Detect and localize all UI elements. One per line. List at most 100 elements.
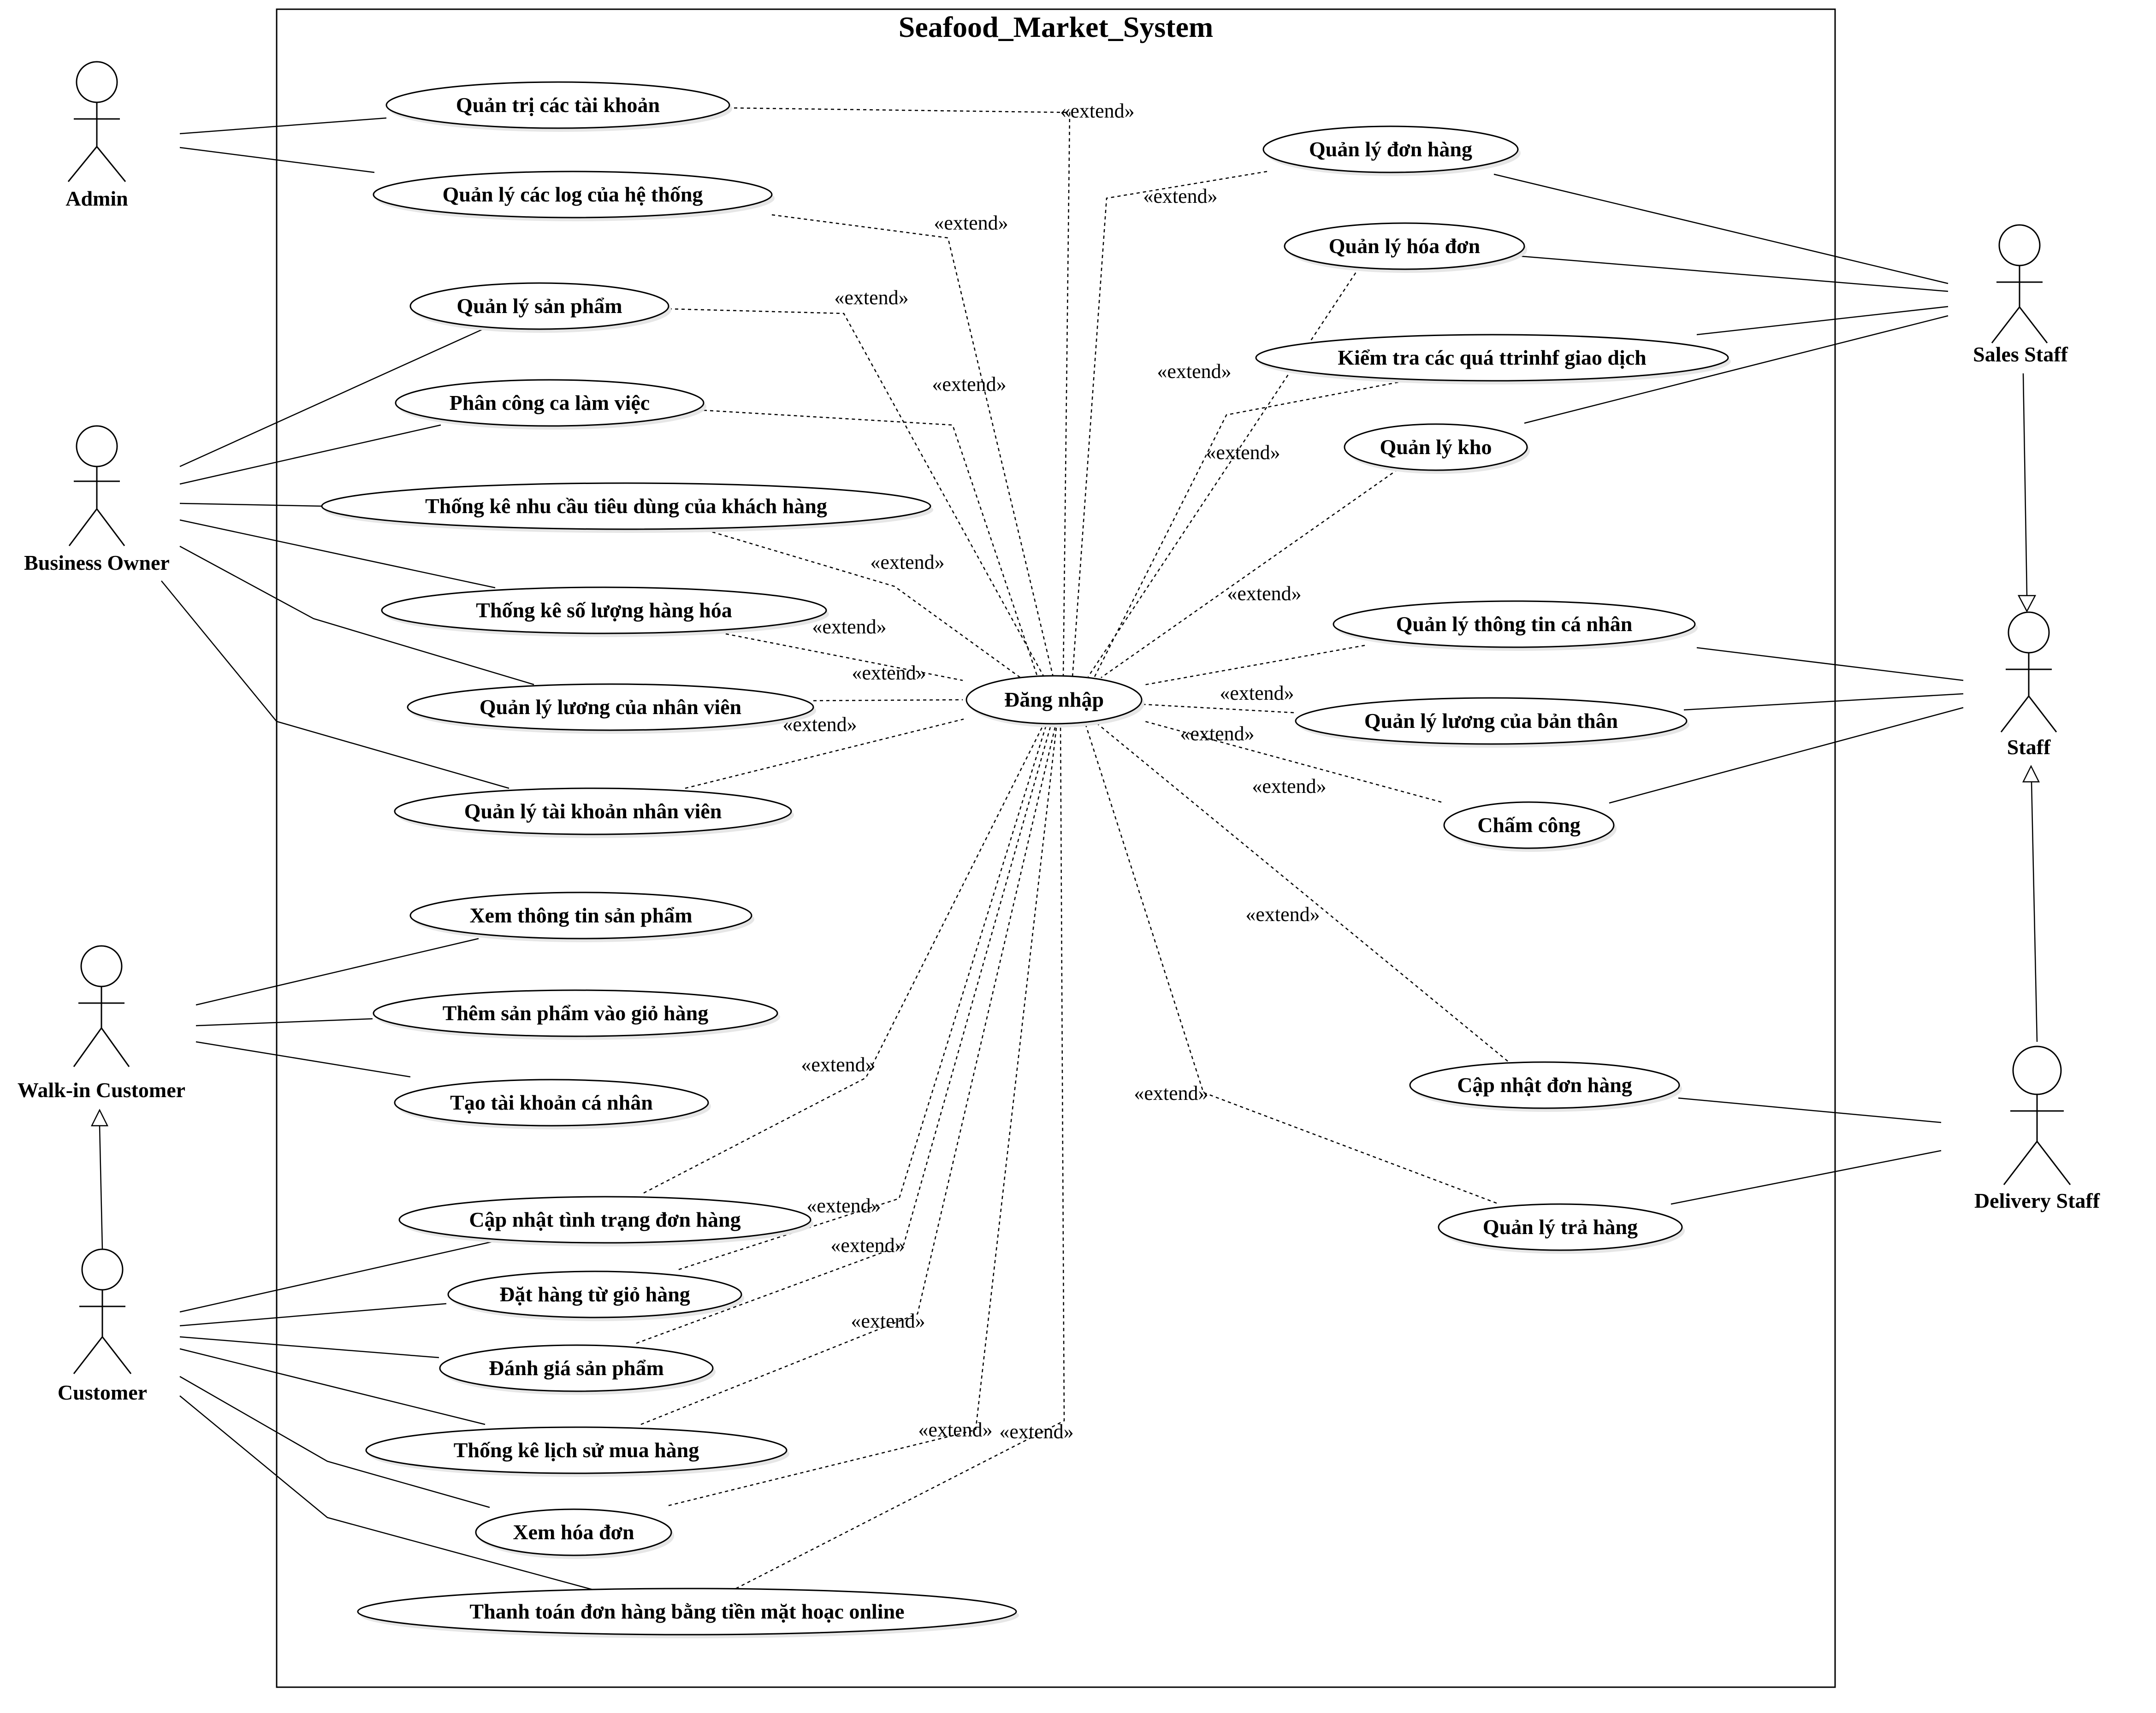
use-case-payment[interactable]: Thanh toán đơn hàng bằng tiền mặt hoạc o… xyxy=(357,1588,1019,1638)
use-case-label: Đặt hàng từ giỏ hàng xyxy=(499,1282,690,1306)
use-case-update-order-status[interactable]: Cập nhật tình trạng đơn hàng xyxy=(398,1196,813,1246)
extend-label: «extend» xyxy=(934,212,1008,234)
use-case-label: Kiểm tra các quá ttrinhf giao dịch xyxy=(1338,346,1647,369)
associations xyxy=(161,117,1964,1594)
use-case-admin-accounts[interactable]: Quản trị các tài khoản xyxy=(385,81,732,132)
extend-label: «extend» xyxy=(806,1194,881,1217)
actor-label: Admin xyxy=(65,187,128,210)
actor-label: Walk-in Customer xyxy=(18,1078,185,1102)
use-case-consumer-demand[interactable]: Thống kê nhu cầu tiêu dùng của khách hàn… xyxy=(321,482,933,533)
use-case-label: Quản lý hóa đơn xyxy=(1329,234,1480,258)
extend-label: «extend» xyxy=(1206,441,1280,464)
use-case-staff-accounts[interactable]: Quản lý tài khoản nhân viên xyxy=(394,787,794,838)
use-case-label: Quản lý sản phẩm xyxy=(456,294,622,318)
use-case-personal-info[interactable]: Quản lý thông tin cá nhân xyxy=(1333,600,1698,651)
generalization-arrowhead xyxy=(2017,595,2037,613)
use-case-label: Thống kê lịch sử mua hàng xyxy=(454,1438,699,1462)
use-case-label: Thống kê số lượng hàng hóa xyxy=(476,598,732,622)
use-case-returns[interactable]: Quản lý trả hàng xyxy=(1438,1203,1685,1254)
use-case-label: Chấm công xyxy=(1477,813,1581,837)
use-case-label: Đánh giá sản phẩm xyxy=(489,1356,664,1380)
use-case-update-order[interactable]: Cập nhật đơn hàng xyxy=(1409,1061,1682,1112)
use-case-transactions[interactable]: Kiểm tra các quá ttrinhf giao dịch xyxy=(1255,334,1731,384)
extend-label: «extend» xyxy=(782,713,857,736)
actor-business-owner[interactable]: Business Owner xyxy=(24,425,170,574)
use-case-view-invoice[interactable]: Xem hóa đơn xyxy=(475,1508,674,1559)
generalization-arrowhead xyxy=(90,1109,109,1127)
actor-label: Staff xyxy=(2007,735,2051,759)
extend-label: «extend» xyxy=(1060,100,1134,122)
actor-walkin-customer[interactable]: Walk-in Customer xyxy=(18,945,185,1102)
generalizations xyxy=(90,373,2040,1250)
extend-label: «extend» xyxy=(932,373,1006,396)
use-case-label: Phân công ca làm việc xyxy=(450,391,650,414)
use-case-label: Quản lý trả hàng xyxy=(1483,1215,1638,1239)
extend-label: «extend» xyxy=(812,615,886,638)
extend-label: «extend» xyxy=(1227,582,1301,605)
use-case-label: Thanh toán đơn hàng bằng tiền mặt hoạc o… xyxy=(469,1600,904,1623)
extend-relations xyxy=(636,107,1508,1589)
use-case-shifts[interactable]: Phân công ca làm việc xyxy=(395,379,706,430)
use-case-staff-salary[interactable]: Quản lý lương của nhân viên xyxy=(407,683,816,734)
use-case-label: Quản lý đơn hàng xyxy=(1309,137,1472,161)
use-case-create-account[interactable]: Tạo tài khoản cá nhân xyxy=(394,1079,711,1129)
use-case-label: Quản lý các log của hệ thống xyxy=(443,183,703,206)
use-case-timekeeping[interactable]: Chấm công xyxy=(1443,801,1617,852)
use-case-products[interactable]: Quản lý sản phẩm xyxy=(409,282,671,333)
extend-label: «extend» xyxy=(870,551,944,573)
use-case-label: Xem hóa đơn xyxy=(513,1520,634,1544)
use-case-login[interactable]: Đăng nhập xyxy=(965,675,1144,727)
use-case-label: Quản lý lương của nhân viên xyxy=(480,695,741,719)
use-case-label: Cập nhật đơn hàng xyxy=(1457,1073,1632,1097)
use-case-warehouse[interactable]: Quản lý kho xyxy=(1344,423,1530,474)
use-case-label: Quản trị các tài khoản xyxy=(456,93,660,117)
extend-label: «extend» xyxy=(1143,185,1217,207)
use-case-label: Quản lý lương của bản thân xyxy=(1364,709,1618,732)
use-case-label: Đăng nhập xyxy=(1004,688,1104,711)
extend-label: «extend» xyxy=(1157,360,1231,383)
extend-label: «extend» xyxy=(1245,903,1320,926)
use-case-system-logs[interactable]: Quản lý các log của hệ thống xyxy=(373,171,775,221)
use-case-label: Quản lý kho xyxy=(1380,435,1492,459)
extend-label: «extend» xyxy=(852,662,926,684)
actor-delivery-staff[interactable]: Delivery Staff xyxy=(1974,1046,2100,1212)
actor-customer[interactable]: Customer xyxy=(58,1248,147,1404)
extend-label: «extend» xyxy=(918,1418,992,1441)
actor-staff[interactable]: Staff xyxy=(2000,611,2057,759)
generalization-arrowhead xyxy=(2022,765,2040,783)
use-case-view-product[interactable]: Xem thông tin sản phẩm xyxy=(409,892,754,942)
actor-admin[interactable]: Admin xyxy=(65,61,128,210)
extend-label: «extend» xyxy=(1180,722,1254,745)
system-boundary xyxy=(276,8,1836,1688)
use-case-label: Thêm sản phẩm vào giỏ hàng xyxy=(443,1001,708,1025)
use-case-invoices[interactable]: Quản lý hóa đơn xyxy=(1284,222,1527,273)
extend-label: «extend» xyxy=(851,1310,925,1332)
use-case-own-salary[interactable]: Quản lý lương của bản thân xyxy=(1295,697,1689,748)
extend-label: «extend» xyxy=(801,1053,875,1076)
extend-label: «extend» xyxy=(1134,1082,1208,1105)
extend-label: «extend» xyxy=(1220,682,1294,704)
use-case-label: Tạo tài khoản cá nhân xyxy=(450,1091,653,1114)
system-title: Seafood_Market_System xyxy=(899,11,1214,43)
extend-label: «extend» xyxy=(999,1420,1073,1443)
use-case-label: Xem thông tin sản phẩm xyxy=(469,904,692,927)
actor-label: Delivery Staff xyxy=(1974,1189,2100,1212)
use-case-goods-quantity[interactable]: Thống kê số lượng hàng hóa xyxy=(381,586,829,637)
use-case-rate-product[interactable]: Đánh giá sản phẩm xyxy=(439,1344,716,1395)
actor-label: Customer xyxy=(58,1381,147,1404)
use-case-label: Thống kê nhu cầu tiêu dùng của khách hàn… xyxy=(425,494,827,518)
use-case-label: Cập nhật tình trạng đơn hàng xyxy=(469,1208,740,1231)
use-case-purchase-history[interactable]: Thống kê lịch sử mua hàng xyxy=(365,1426,789,1477)
actor-sales-staff[interactable]: Sales Staff xyxy=(1973,224,2068,366)
extend-labels: «extend» «extend» «extend» «extend» «ext… xyxy=(782,100,1326,1443)
actor-label: Sales Staff xyxy=(1973,343,2068,366)
use-case-add-to-cart[interactable]: Thêm sản phẩm vào giỏ hàng xyxy=(373,989,780,1040)
extend-label: «extend» xyxy=(830,1234,905,1257)
extend-label: «extend» xyxy=(1252,775,1326,797)
use-case-orders[interactable]: Quản lý đơn hàng xyxy=(1262,125,1521,176)
use-case-label: Quản lý thông tin cá nhân xyxy=(1396,612,1633,636)
use-case-order-from-cart[interactable]: Đặt hàng từ giỏ hàng xyxy=(447,1270,744,1321)
actor-label: Business Owner xyxy=(24,551,170,574)
extend-label: «extend» xyxy=(834,286,908,309)
